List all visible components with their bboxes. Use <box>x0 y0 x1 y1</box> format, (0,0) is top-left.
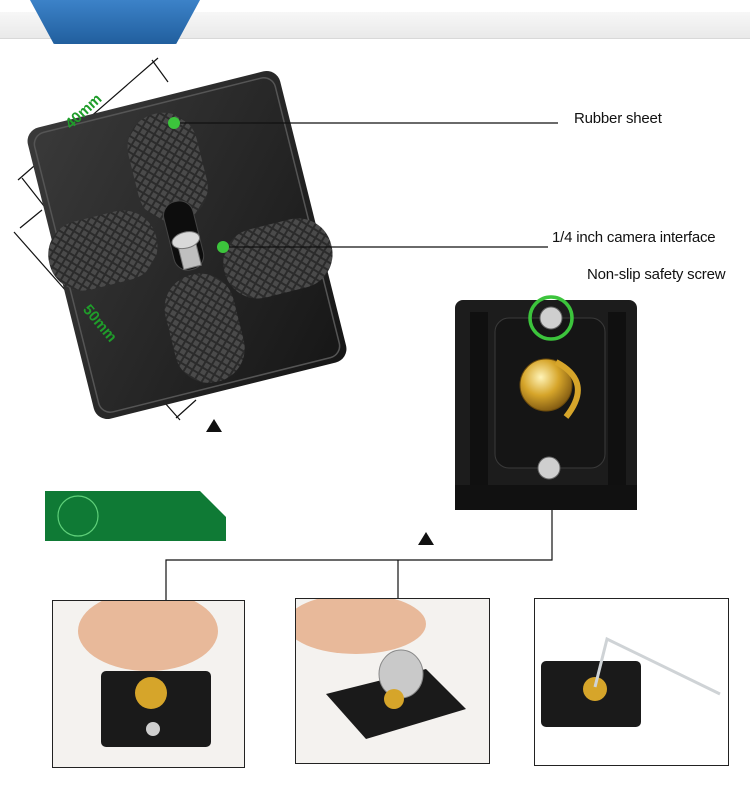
safety-screw-label: Non-slip safety screw <box>587 266 726 283</box>
triangle-up-icon <box>206 419 222 432</box>
safety-screw-marker <box>528 295 574 341</box>
rubber-sheet-label: Rubber sheet <box>574 110 662 127</box>
triangle-up-icon <box>418 532 434 545</box>
photo-illustration-fingers <box>53 601 244 767</box>
plate-side-view <box>455 295 637 510</box>
rubber-pad-top <box>127 112 208 222</box>
photo-illustration-coin <box>296 599 489 763</box>
rubber-sheet-marker <box>168 117 180 129</box>
usage-photo-coin <box>295 598 490 764</box>
usage-photo-fingers <box>52 600 245 768</box>
green-banner <box>45 491 226 541</box>
usage-photo-hex-key <box>534 598 729 766</box>
plate-top-view <box>27 70 347 420</box>
photo-illustration-hex-key <box>535 599 728 765</box>
rubber-pad-left <box>48 210 158 291</box>
header-tab <box>30 0 200 44</box>
camera-interface-label: 1/4 inch camera interface <box>552 229 716 246</box>
rubber-pad-bottom <box>164 273 245 383</box>
rubber-pad-right <box>223 218 333 299</box>
camera-interface-marker <box>217 241 229 253</box>
